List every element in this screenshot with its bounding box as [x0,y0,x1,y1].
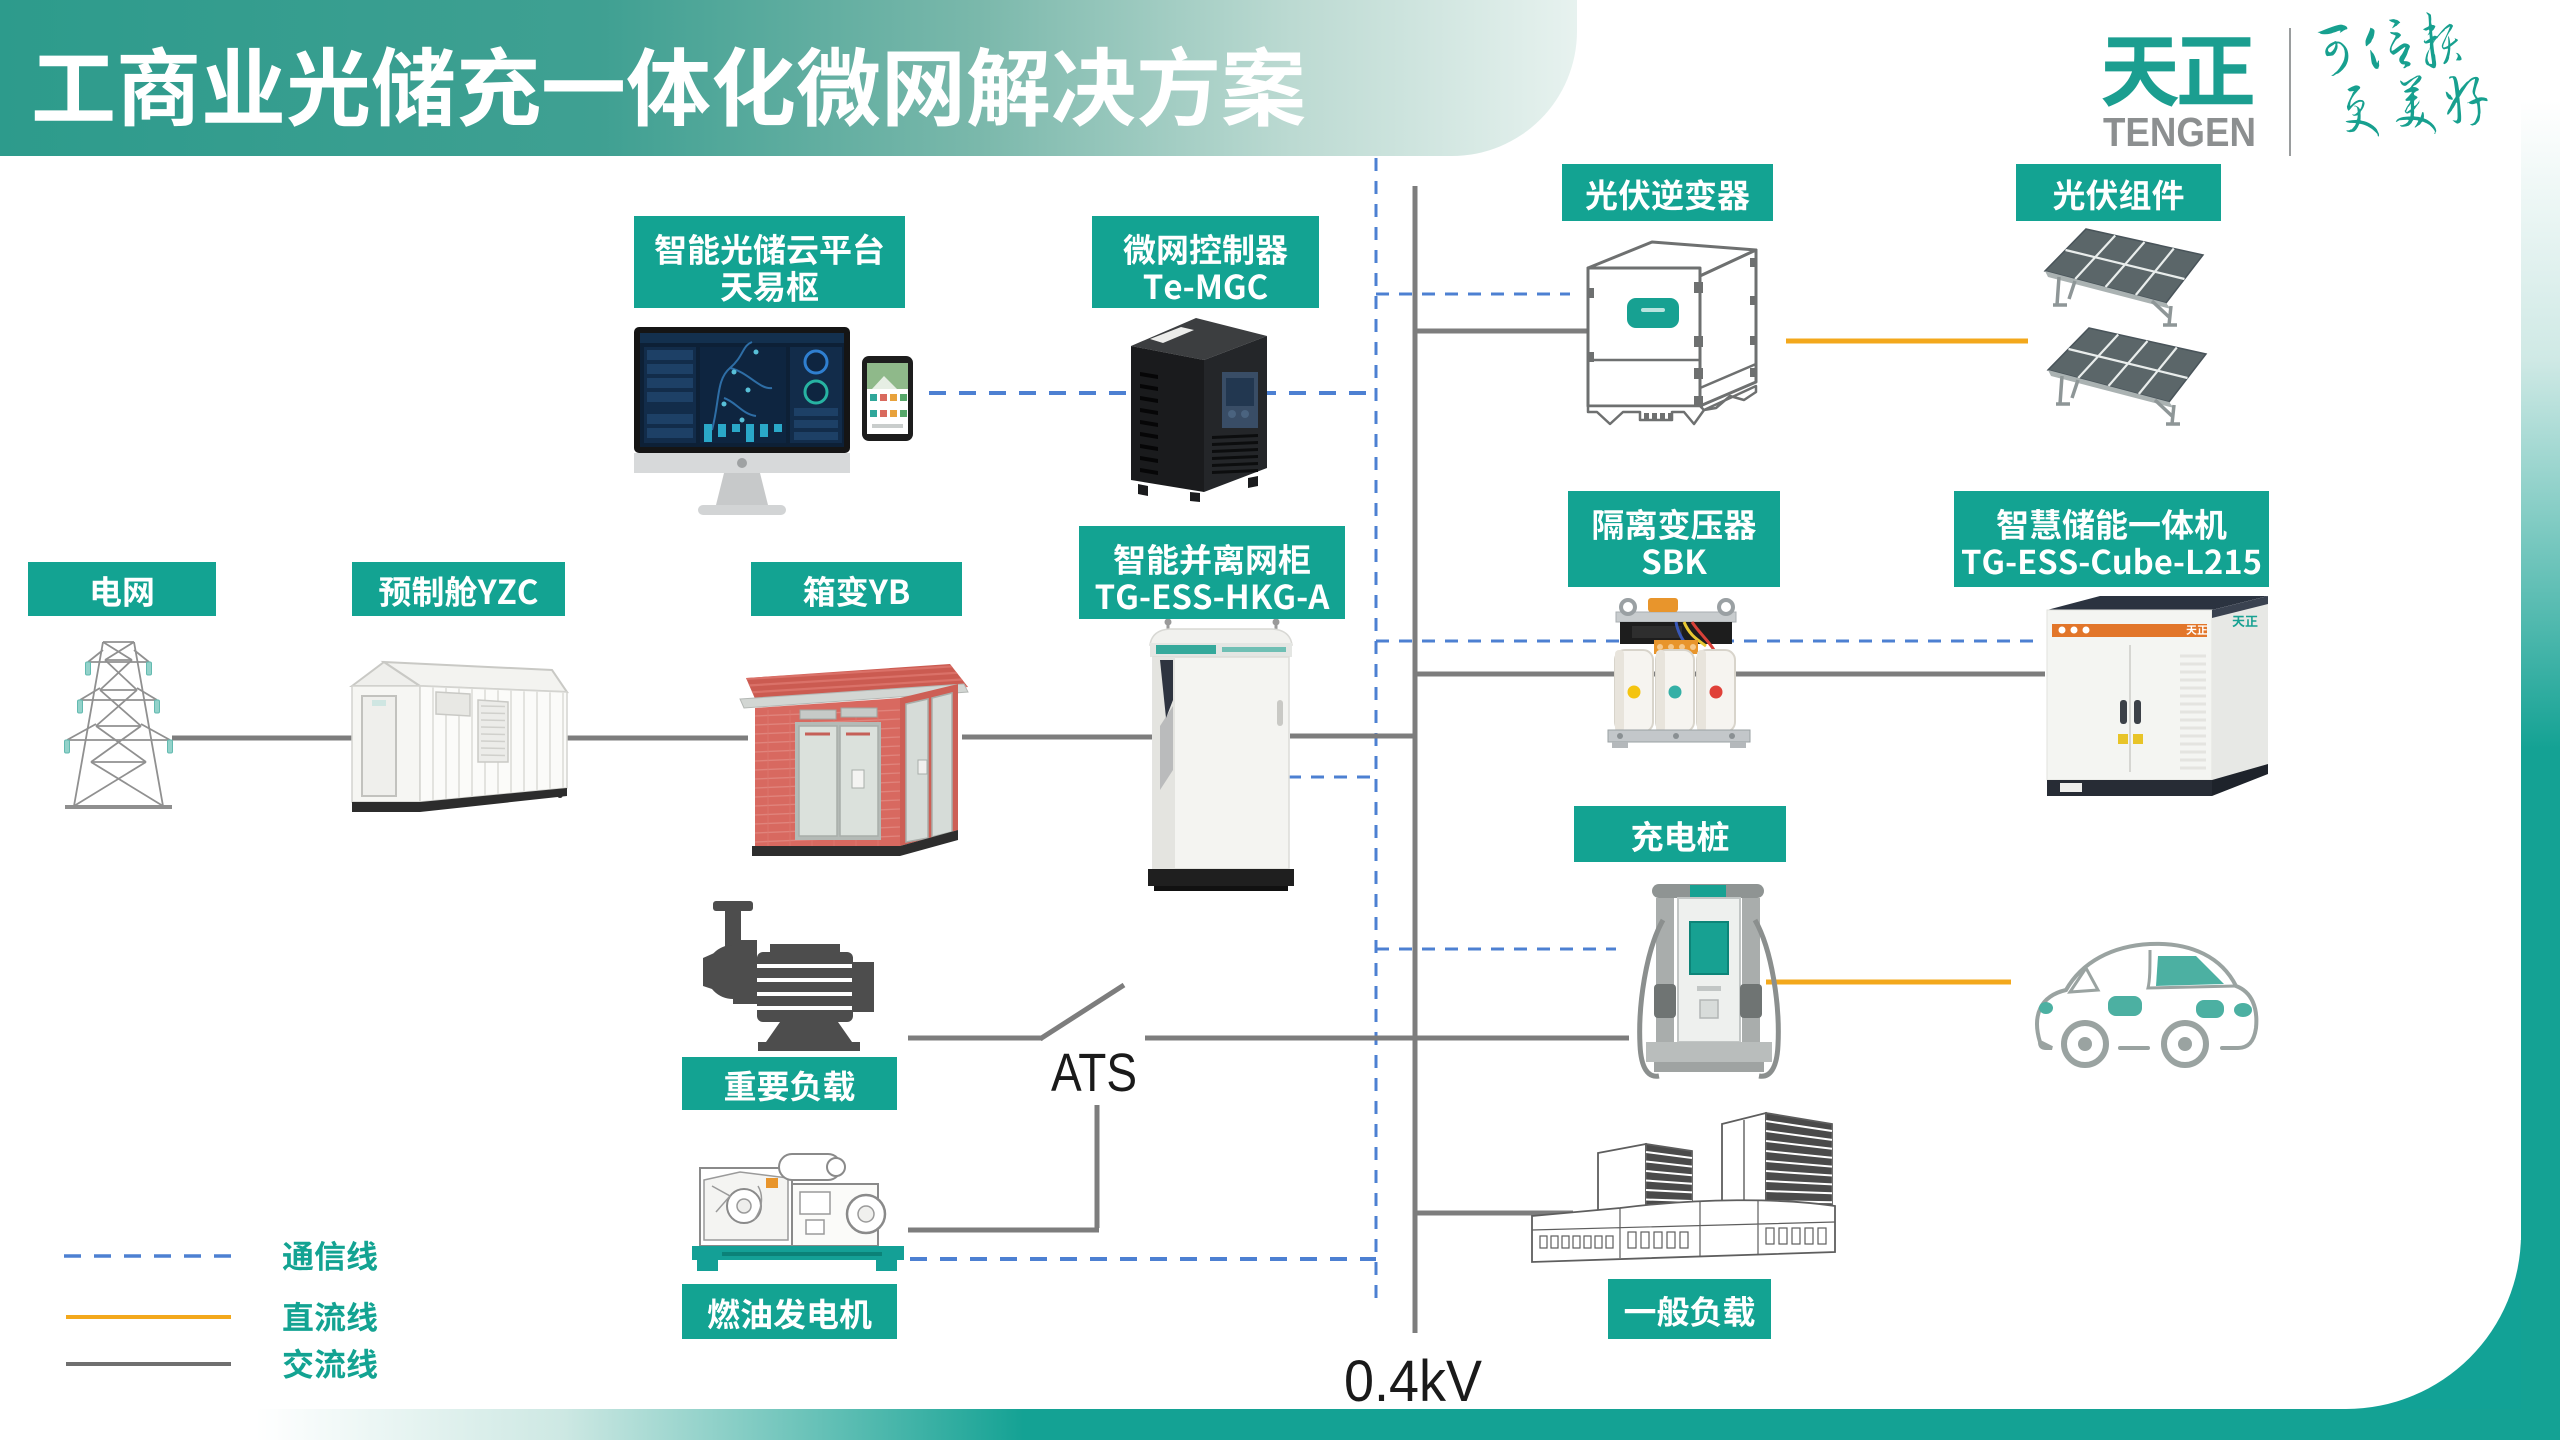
svg-text:TENGEN: TENGEN [2103,109,2256,155]
svg-text:ATS: ATS [1051,1043,1137,1103]
svg-text:0.4kV: 0.4kV [1344,1349,1482,1414]
